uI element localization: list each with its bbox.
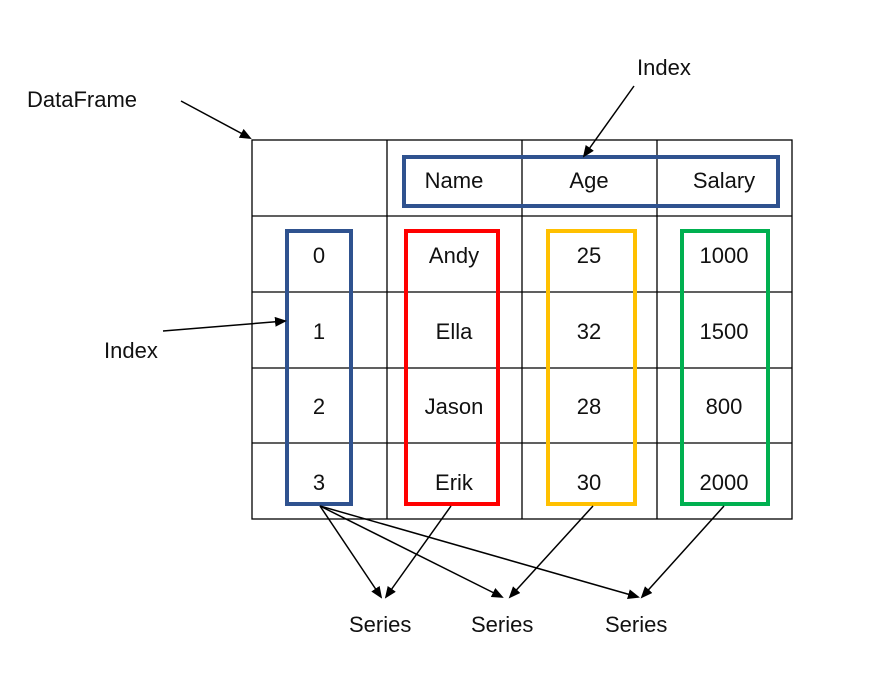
table-cell-age: 30 xyxy=(577,470,601,495)
column-header-name: Name xyxy=(425,168,484,193)
table-cell-age: 32 xyxy=(577,319,601,344)
dataframe-arrow xyxy=(180,100,252,139)
column-index-label: Index xyxy=(637,55,691,80)
row-index-values: 0 1 2 3 xyxy=(313,243,325,495)
table-cell-age: 25 xyxy=(577,243,601,268)
table-cell-age: 28 xyxy=(577,394,601,419)
table-cell-salary: 2000 xyxy=(700,470,749,495)
index-value: 2 xyxy=(313,394,325,419)
table-grid xyxy=(251,139,793,520)
table-cell-name: Ella xyxy=(436,319,473,344)
row-index-box xyxy=(285,229,353,506)
index-to-series-arrow xyxy=(319,505,504,598)
row-index-arrow xyxy=(162,316,287,332)
column-header-age: Age xyxy=(569,168,608,193)
column-index-arrow xyxy=(582,85,635,158)
table-cell-salary: 800 xyxy=(706,394,743,419)
name-series-box xyxy=(404,229,500,506)
arrows xyxy=(162,85,725,600)
index-to-series-arrow xyxy=(319,505,383,599)
table-cell-name: Jason xyxy=(425,394,484,419)
column-header-salary: Salary xyxy=(693,168,755,193)
age-to-series-arrow xyxy=(508,505,594,599)
index-value: 1 xyxy=(313,319,325,344)
series-label: Series xyxy=(471,612,533,637)
column-headers: Name Age Salary xyxy=(425,168,756,193)
index-value: 0 xyxy=(313,243,325,268)
dataframe-label: DataFrame xyxy=(27,87,137,112)
index-to-series-arrow xyxy=(319,505,640,600)
series-label: Series xyxy=(605,612,667,637)
row-index-label: Index xyxy=(104,338,158,363)
table-cell-name: Erik xyxy=(435,470,474,495)
series-label: Series xyxy=(349,612,411,637)
table-cell-salary: 1500 xyxy=(700,319,749,344)
salary-series-box xyxy=(680,229,770,506)
callout-labels: DataFrame Index Index Series Series Seri… xyxy=(27,55,691,637)
index-value: 3 xyxy=(313,470,325,495)
table-cells: Andy 25 1000 Ella 32 1500 Jason 28 800 E… xyxy=(425,243,749,495)
table-cell-name: Andy xyxy=(429,243,479,268)
salary-to-series-arrow xyxy=(640,505,725,599)
name-to-series-arrow xyxy=(384,505,452,599)
table-cell-salary: 1000 xyxy=(700,243,749,268)
age-series-box xyxy=(546,229,637,506)
highlight-boxes xyxy=(285,155,780,506)
